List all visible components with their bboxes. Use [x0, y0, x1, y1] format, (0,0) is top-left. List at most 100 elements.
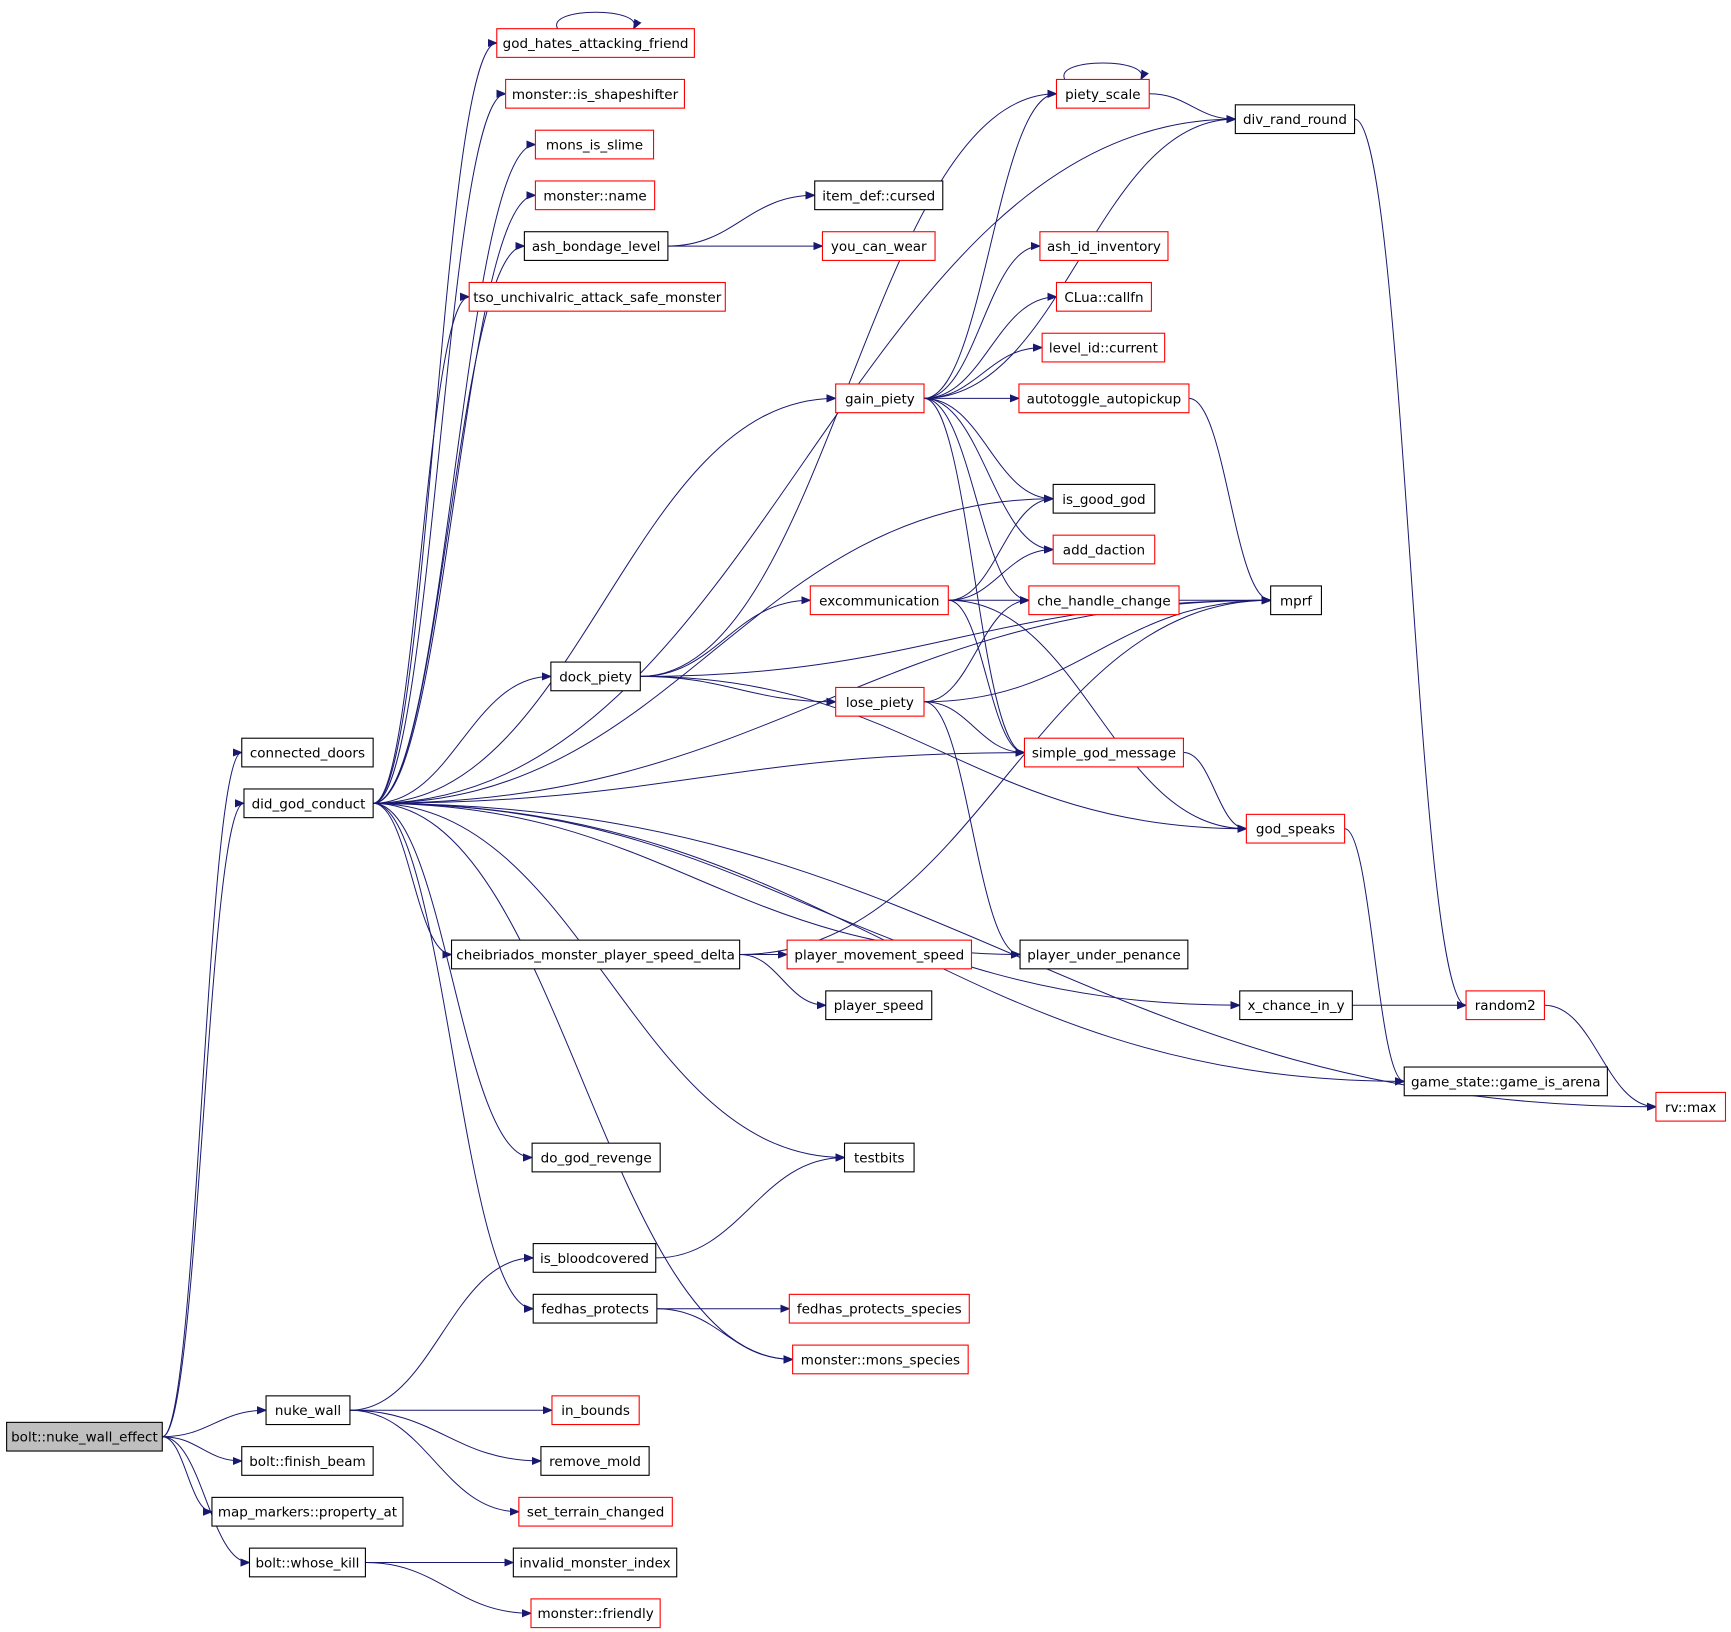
node-lose-piety[interactable]: lose_piety	[835, 686, 925, 717]
edge-root-to-connected-doors	[162, 753, 242, 1438]
node-box	[1028, 585, 1180, 616]
node-root[interactable]: bolt::nuke_wall_effect	[6, 1421, 163, 1452]
node-is-bloodcovered[interactable]: is_bloodcovered	[532, 1243, 657, 1273]
node-box	[243, 788, 374, 819]
node-box	[1655, 1091, 1727, 1122]
edge-gain-piety-to-clua-callfn	[924, 297, 1056, 399]
node-remove-mold[interactable]: remove_mold	[540, 1446, 650, 1476]
edge-did-god-conduct-to-mons-species	[373, 802, 793, 1359]
node-level-id-current[interactable]: level_id::current	[1041, 332, 1166, 363]
edge-root-to-property-at	[162, 1436, 213, 1512]
edge-did-god-conduct-to-is-shapeshifter	[373, 94, 505, 804]
node-connected-doors[interactable]: connected_doors	[241, 737, 374, 768]
node-add-daction[interactable]: add_daction	[1052, 534, 1156, 565]
node-box	[518, 1496, 673, 1527]
node-item-def-cursed[interactable]: item_def::cursed	[814, 180, 944, 211]
edge-excommunication-to-add-daction	[948, 550, 1053, 601]
node-whose-kill[interactable]: bolt::whose_kill	[248, 1547, 366, 1578]
edge-excommunication-to-simple-god-message	[948, 599, 1025, 752]
node-set-terrain-changed[interactable]: set_terrain_changed	[518, 1496, 673, 1527]
node-box	[532, 1293, 658, 1324]
node-monster-friendly[interactable]: monster::friendly	[530, 1598, 661, 1629]
node-property-at[interactable]: map_markers::property_at	[211, 1496, 404, 1527]
node-label: level_id::current	[1049, 341, 1158, 357]
node-mprf[interactable]: mprf	[1270, 585, 1322, 616]
node-is-shapeshifter[interactable]: monster::is_shapeshifter	[505, 78, 686, 109]
node-invalid-monster-index[interactable]: invalid_monster_index	[512, 1547, 678, 1578]
node-god-hates-attacking-friend[interactable]: god_hates_attacking_friend	[496, 28, 695, 58]
node-box	[241, 1446, 374, 1476]
node-rv-max[interactable]: rv::max	[1655, 1091, 1727, 1122]
node-box	[530, 1598, 661, 1629]
edge-is-bloodcovered-to-testbits	[655, 1158, 845, 1259]
node-label: monster::friendly	[537, 1606, 653, 1622]
node-label: player_speed	[834, 998, 924, 1014]
node-player-under-penance[interactable]: player_under_penance	[1019, 939, 1189, 970]
edge-did-god-conduct-to-gain-piety	[373, 398, 836, 804]
node-ash-bondage-level[interactable]: ash_bondage_level	[523, 231, 669, 261]
node-che-handle-change[interactable]: che_handle_change	[1028, 585, 1180, 616]
node-dock-piety[interactable]: dock_piety	[550, 661, 641, 692]
node-box	[468, 281, 726, 312]
edge-fedhas-protects-to-mons-species	[656, 1308, 793, 1360]
node-piety-scale[interactable]: piety_scale	[1055, 78, 1150, 109]
node-box	[6, 1421, 163, 1452]
node-layer: bolt::nuke_wall_effect connected_doorsdid…	[6, 28, 1727, 1629]
edge-excommunication-to-is-good-god	[948, 499, 1053, 601]
node-label: god_speaks	[1256, 822, 1335, 838]
edge-whose-kill-to-monster-friendly	[365, 1561, 531, 1613]
node-label: x_chance_in_y	[1248, 998, 1345, 1014]
node-box	[211, 1496, 404, 1527]
edge-did-god-conduct-to-tso-unchivalric	[373, 297, 470, 804]
node-did-god-conduct[interactable]: did_god_conduct	[243, 788, 374, 819]
node-autotoggle[interactable]: autotoggle_autopickup	[1018, 383, 1190, 414]
node-box	[534, 129, 655, 160]
node-x-chance-in-y[interactable]: x_chance_in_y	[1239, 990, 1353, 1021]
node-you-can-wear[interactable]: you_can_wear	[821, 231, 936, 261]
node-player-speed[interactable]: player_speed	[825, 990, 933, 1021]
node-cheibriados-delta[interactable]: cheibriados_monster_player_speed_delta	[450, 939, 741, 970]
node-label: player_movement_speed	[794, 947, 964, 963]
edge-did-god-conduct-to-mons-is-slime	[373, 145, 535, 804]
node-box	[843, 1142, 915, 1173]
node-monster-name[interactable]: monster::name	[534, 180, 656, 211]
node-box	[550, 661, 641, 692]
node-do-god-revenge[interactable]: do_god_revenge	[531, 1142, 661, 1173]
node-testbits[interactable]: testbits	[843, 1142, 915, 1173]
node-label: monster::mons_species	[801, 1352, 960, 1368]
node-fedhas-protects-species[interactable]: fedhas_protects_species	[788, 1293, 970, 1324]
node-ash-id-inventory[interactable]: ash_id_inventory	[1039, 231, 1169, 261]
edge-lose-piety-to-che-handle-change	[924, 600, 1029, 703]
node-tso-unchivalric[interactable]: tso_unchivalric_attack_safe_monster	[468, 281, 726, 312]
node-game-is-arena[interactable]: game_state::game_is_arena	[1403, 1066, 1608, 1097]
node-is-good-god[interactable]: is_good_god	[1052, 483, 1156, 514]
node-fedhas-protects[interactable]: fedhas_protects	[532, 1293, 658, 1324]
node-in-bounds[interactable]: in_bounds	[551, 1395, 640, 1426]
node-player-movement-speed[interactable]: player_movement_speed	[786, 939, 973, 970]
edge-excommunication-to-god-speaks	[948, 599, 1246, 828]
node-label: fedhas_protects_species	[797, 1302, 962, 1318]
node-excommunication[interactable]: excommunication	[809, 585, 949, 616]
node-clua-callfn[interactable]: CLua::callfn	[1055, 281, 1152, 312]
node-gain-piety[interactable]: gain_piety	[835, 383, 925, 414]
edge-ash-bondage-level-to-item-def-cursed	[667, 195, 815, 247]
node-mons-is-slime[interactable]: mons_is_slime	[534, 129, 655, 160]
edge-piety-scale-to-div-rand-round	[1149, 93, 1235, 119]
node-label: game_state::game_is_arena	[1411, 1074, 1601, 1090]
edge-root-to-finish-beam	[162, 1436, 241, 1461]
node-label: nuke_wall	[275, 1403, 341, 1419]
node-label: gain_piety	[845, 391, 915, 407]
node-random2[interactable]: random2	[1465, 990, 1545, 1021]
node-finish-beam[interactable]: bolt::finish_beam	[241, 1446, 374, 1476]
node-box	[512, 1547, 678, 1578]
node-label: you_can_wear	[831, 239, 927, 255]
node-label: mprf	[1280, 593, 1313, 609]
edge-nuke-wall-to-is-bloodcovered	[349, 1258, 533, 1411]
node-god-speaks[interactable]: god_speaks	[1245, 813, 1346, 844]
node-simple-god-message[interactable]: simple_god_message	[1023, 737, 1184, 768]
node-box	[1234, 104, 1356, 135]
node-mons-species[interactable]: monster::mons_species	[792, 1344, 969, 1375]
node-box	[1055, 281, 1152, 312]
node-nuke-wall[interactable]: nuke_wall	[265, 1395, 351, 1426]
node-div-rand-round[interactable]: div_rand_round	[1234, 104, 1356, 135]
